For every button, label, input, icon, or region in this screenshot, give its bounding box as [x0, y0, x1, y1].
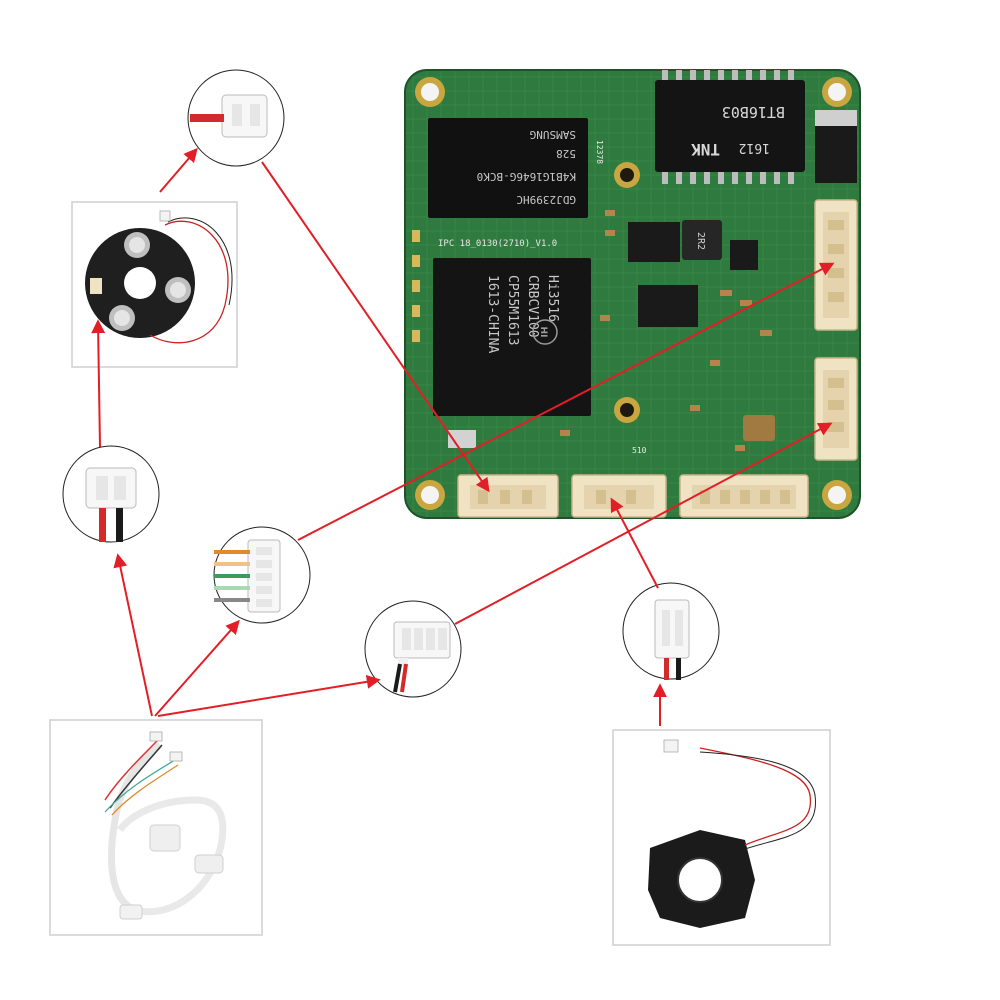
right-connector-upper: [814, 199, 858, 331]
tantalum-capacitor: [743, 415, 775, 441]
arrow-4pin-to-board: [454, 422, 833, 625]
mounting-hole: [415, 480, 445, 510]
inductor-label: 2R2: [695, 232, 706, 250]
soc-chip: Hi3516 CRBCV100 CP55M1613 1613-CHINA HI: [433, 258, 591, 416]
regulator-chip: [628, 222, 680, 262]
flash-chip: [638, 285, 698, 327]
inductor: [682, 220, 722, 260]
ram-chip-brand: SAMSUNG: [530, 128, 576, 141]
soc-line-1: Hi3516: [545, 275, 560, 322]
soc-line-3: CP55M1613: [505, 275, 520, 345]
arrow-cable-to-network: [154, 619, 240, 717]
right-connector-lower: [814, 357, 858, 461]
bottom-connector-left: [457, 474, 559, 518]
arrow-network-to-board: [297, 262, 835, 541]
camera-pcb-board: GDJ2399HC K4B1G1646G-BCK0 528 SAMSUNG IP…: [404, 69, 861, 519]
arrow-cable-to-power: [113, 553, 153, 717]
side-code-label: 12378: [595, 140, 604, 164]
transformer-brand: TNK: [691, 140, 720, 159]
mounting-hole: [822, 77, 852, 107]
hisilicon-logo-icon: [532, 319, 558, 345]
mounting-hole: [822, 480, 852, 510]
ram-chip: GDJ2399HC K4B1G1646G-BCK0 528 SAMSUNG: [428, 118, 588, 218]
zoom-4pin-connector: [364, 600, 462, 698]
arrow-ircut-zoom-to-board: [610, 497, 659, 589]
arrow-ir-zoom-to-board: [261, 161, 490, 493]
zoom-ir-connector: [187, 69, 285, 167]
bottom-connector-middle: [571, 474, 667, 518]
ir-led-board-photo: [71, 201, 238, 368]
connection-arrows: [91, 147, 835, 726]
mounting-hole: [415, 77, 445, 107]
board-id-label: IPC 18_0130(2710)_V1.0: [438, 239, 557, 249]
zoom-ircut-connector: [622, 582, 720, 680]
bottom-connector-right: [679, 474, 809, 518]
ram-chip-part: K4B1G1646G-BCK0: [477, 170, 576, 183]
network-cable-photo: [49, 719, 263, 936]
transformer-date: 1612: [739, 140, 770, 155]
zoom-power-connector: [62, 445, 160, 543]
soc-line-4: 1613-CHINA: [485, 275, 500, 353]
power-diode: [815, 125, 857, 183]
arrow-cable-to-4pin: [157, 674, 381, 717]
zoom-network-connector: [213, 526, 311, 624]
mosfet-chip: [730, 240, 758, 270]
cap-label: 510: [632, 446, 647, 455]
transformer-part: BT16B03: [722, 103, 785, 121]
arrow-ir-photo-to-zoom: [159, 147, 198, 193]
soc-logo: HI: [538, 327, 548, 338]
ram-chip-lot: 528: [556, 147, 576, 160]
ir-cut-lens-mount-photo: [612, 729, 831, 946]
soc-line-2: CRBCV100: [525, 275, 540, 338]
ram-chip-code: GDJ2399HC: [516, 193, 576, 206]
ethernet-transformer: TNK 1612 BT16B03: [655, 70, 805, 184]
arrow-power-to-ir-photo: [91, 319, 106, 448]
